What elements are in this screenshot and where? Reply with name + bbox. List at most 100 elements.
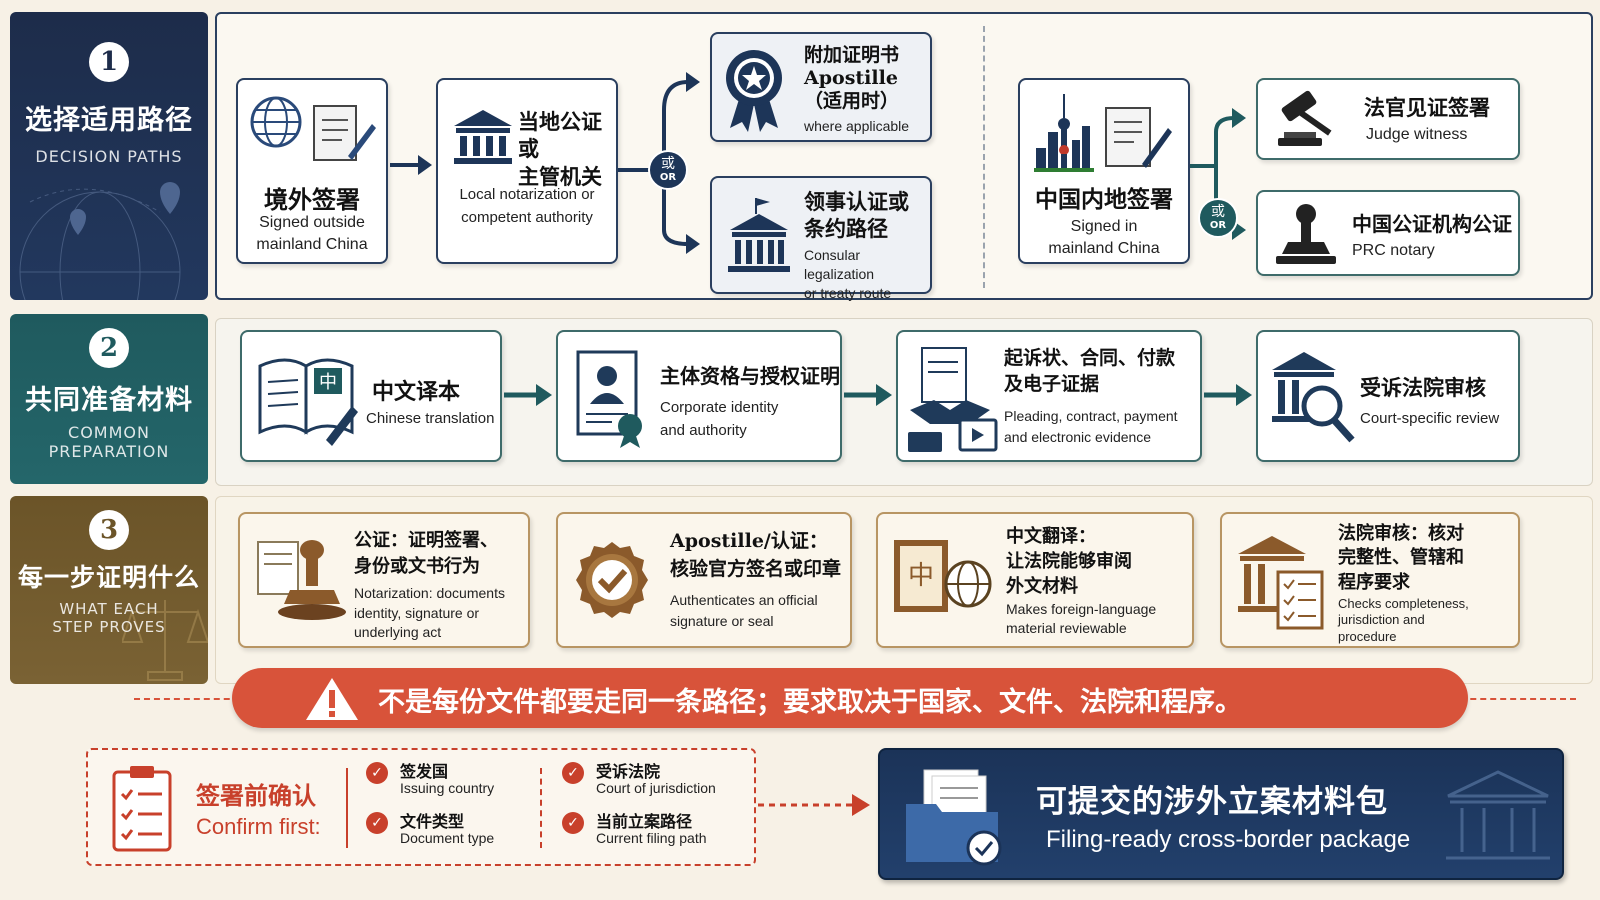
svg-text:中: 中 bbox=[908, 561, 934, 591]
gavel-icon bbox=[1278, 90, 1332, 146]
prep-identity-en: Corporate identity and authority bbox=[660, 399, 779, 440]
confirm-item-court-en: Court of jurisdiction bbox=[596, 780, 716, 796]
confirm-divider-2 bbox=[540, 768, 542, 848]
or-badge-left: 或 OR bbox=[648, 150, 688, 190]
section-3-number: 3 bbox=[89, 510, 129, 550]
consular-card: 领事认证或 条约路径 Consular legalization or trea… bbox=[710, 176, 932, 301]
section-1-number: 1 bbox=[89, 42, 129, 82]
skyline-document-icon bbox=[1034, 94, 1172, 172]
proves-court-zh: 法院审核：核对 完整性、管辖和 程序要求 bbox=[1338, 523, 1464, 593]
book-globe-icon: 中 bbox=[894, 540, 992, 612]
folder-check-icon bbox=[906, 769, 1002, 866]
dashed-arrow-icon bbox=[758, 794, 870, 816]
signed-in-zh: 中国内地签署 bbox=[1035, 186, 1173, 213]
warning-icon bbox=[306, 678, 358, 720]
section-1-title: 选择适用路径 bbox=[25, 105, 193, 136]
local-notarization-en: Local notarization or competent authorit… bbox=[459, 186, 595, 226]
proves-translation-zh: 中文翻译： 让法院能够审阅 外文材料 bbox=[1006, 526, 1132, 598]
section-2-subtitle: COMMON PREPARATION bbox=[48, 423, 170, 462]
section-2-title: 共同准备材料 bbox=[25, 385, 193, 416]
prep-card-translation: 中 中文译本 Chinese translation bbox=[240, 330, 502, 462]
proves-card-translation: 中 中文翻译： 让法院能够审阅 外文材料 Makes foreign-langu… bbox=[876, 512, 1194, 648]
check-icon: ✓ bbox=[366, 812, 388, 834]
local-notarization-zh: 当地公证或 主管机关 bbox=[518, 109, 602, 189]
signed-in-en: Signed in mainland China bbox=[1048, 218, 1160, 257]
courthouse-decoration bbox=[1446, 770, 1550, 860]
section-3-subtitle: WHAT EACH STEP PROVES bbox=[52, 600, 166, 636]
check-icon: ✓ bbox=[562, 762, 584, 784]
confirm-item-doctype-en: Document type bbox=[400, 830, 495, 846]
section-3-label: 3 每一步证明什么 WHAT EACH STEP PROVES bbox=[10, 496, 208, 684]
proves-translation-en: Makes foreign-language material reviewab… bbox=[1006, 601, 1157, 636]
section-3-title: 每一步证明什么 bbox=[17, 563, 200, 592]
or-badge-right: 或 OR bbox=[1198, 198, 1238, 238]
prep-court-en: Court-specific review bbox=[1360, 410, 1500, 427]
consulate-flag-icon bbox=[728, 198, 790, 272]
stamp-icon bbox=[1276, 204, 1336, 264]
prep-identity-zh: 主体资格与授权证明 bbox=[660, 364, 840, 388]
arrow-right-icon bbox=[844, 384, 892, 406]
judge-witness-card: 法官见证签署 Judge witness bbox=[1256, 78, 1520, 160]
confirm-item-doctype-zh: 文件类型 bbox=[400, 812, 465, 831]
section-1-label: 1 选择适用路径 DECISION PATHS bbox=[10, 12, 208, 300]
svg-text:中: 中 bbox=[319, 372, 337, 393]
section-1-subtitle: DECISION PATHS bbox=[35, 147, 183, 166]
arrow-right-icon bbox=[504, 384, 552, 406]
check-icon: ✓ bbox=[366, 762, 388, 784]
globe-document-icon bbox=[250, 96, 376, 161]
apostille-zh: 附加证明书 Apostille （适用时） bbox=[804, 44, 900, 112]
proves-court-en: Checks completeness, jurisdiction and pr… bbox=[1338, 596, 1469, 644]
signed-outside-zh: 境外签署 bbox=[264, 185, 360, 214]
proves-card-notarization: 公证：证明签署、 身份或文书行为 Notarization: documents… bbox=[238, 512, 530, 648]
warning-text: 不是每份文件都要走同一条路径；要求取决于国家、文件、法院和程序。 bbox=[378, 687, 1242, 718]
confirm-item-path-zh: 当前立案路径 bbox=[596, 812, 693, 831]
scales-icon bbox=[122, 600, 208, 681]
judge-witness-en: Judge witness bbox=[1366, 126, 1468, 143]
prc-notary-card: 中国公证机构公证 PRC notary bbox=[1256, 190, 1520, 276]
prc-notary-zh: 中国公证机构公证 bbox=[1352, 212, 1512, 236]
confirm-box: 签署前确认 Confirm first: ✓ 签发国 Issuing count… bbox=[86, 748, 756, 866]
proves-notarization-en: Notarization: documents identity, signat… bbox=[354, 585, 505, 641]
proves-apostille-zh: Apostille/认证： 核验官方签名或印章 bbox=[670, 530, 842, 580]
signed-outside-en: Signed outside mainland China bbox=[256, 214, 368, 253]
id-certificate-icon bbox=[576, 350, 642, 448]
prep-card-court: 受诉法院审核 Court-specific review bbox=[1256, 330, 1520, 462]
prc-notary-en: PRC notary bbox=[1352, 242, 1435, 259]
consular-zh: 领事认证或 条约路径 bbox=[804, 189, 909, 242]
section-2-label: 2 共同准备材料 COMMON PREPARATION bbox=[10, 314, 208, 484]
proves-card-apostille: Apostille/认证： 核验官方签名或印章 Authenticates an… bbox=[556, 512, 852, 648]
court-checklist-icon bbox=[1238, 536, 1324, 630]
package-title-en: Filing-ready cross-border package bbox=[1046, 826, 1411, 853]
apostille-card: 附加证明书 Apostille （适用时） where applicable bbox=[710, 32, 932, 142]
clipboard-checklist-icon bbox=[112, 766, 172, 852]
apostille-en: where applicable bbox=[804, 118, 910, 134]
prep-card-identity: 主体资格与授权证明 Corporate identity and authori… bbox=[556, 330, 842, 462]
prep-translation-en: Chinese translation bbox=[366, 410, 495, 427]
proves-apostille-en: Authenticates an official signature or s… bbox=[670, 592, 818, 629]
prep-evidence-en: Pleading, contract, payment and electron… bbox=[1004, 408, 1178, 445]
prep-court-zh: 受诉法院审核 bbox=[1360, 375, 1486, 400]
branch-connector bbox=[618, 72, 700, 254]
section-2-number: 2 bbox=[89, 328, 129, 368]
proves-notarization-zh: 公证：证明签署、 身份或文书行为 bbox=[354, 530, 498, 578]
arrow-right-icon bbox=[1204, 384, 1252, 406]
confirm-item-court-zh: 受诉法院 bbox=[596, 762, 661, 781]
confirm-item-path-en: Current filing path bbox=[596, 830, 707, 846]
confirm-title-en: Confirm first: bbox=[196, 814, 321, 839]
prep-evidence-zh: 起诉状、合同、付款 及电子证据 bbox=[1004, 347, 1176, 395]
signed-in-card: 中国内地签署 Signed in mainland China bbox=[1018, 78, 1190, 264]
package-title-zh: 可提交的涉外立案材料包 bbox=[1036, 784, 1388, 820]
warning-banner: 不是每份文件都要走同一条路径；要求取决于国家、文件、法院和程序。 bbox=[232, 668, 1468, 728]
filing-package-box: 可提交的涉外立案材料包 Filing-ready cross-border pa… bbox=[878, 748, 1564, 880]
consular-en: Consular legalization or treaty route bbox=[804, 247, 892, 301]
proves-card-court: 法院审核：核对 完整性、管辖和 程序要求 Checks completeness… bbox=[1220, 512, 1520, 648]
confirm-title-zh: 签署前确认 bbox=[196, 781, 316, 810]
court-magnifier-icon bbox=[1272, 352, 1355, 443]
rosette-star-icon bbox=[726, 50, 782, 132]
confirm-divider-1 bbox=[346, 768, 348, 848]
prep-translation-zh: 中文译本 bbox=[372, 379, 461, 405]
arrow-right-icon bbox=[390, 155, 432, 175]
government-building-icon bbox=[454, 110, 512, 164]
confirm-item-country-en: Issuing country bbox=[400, 780, 495, 796]
judge-witness-zh: 法官见证签署 bbox=[1364, 95, 1490, 120]
